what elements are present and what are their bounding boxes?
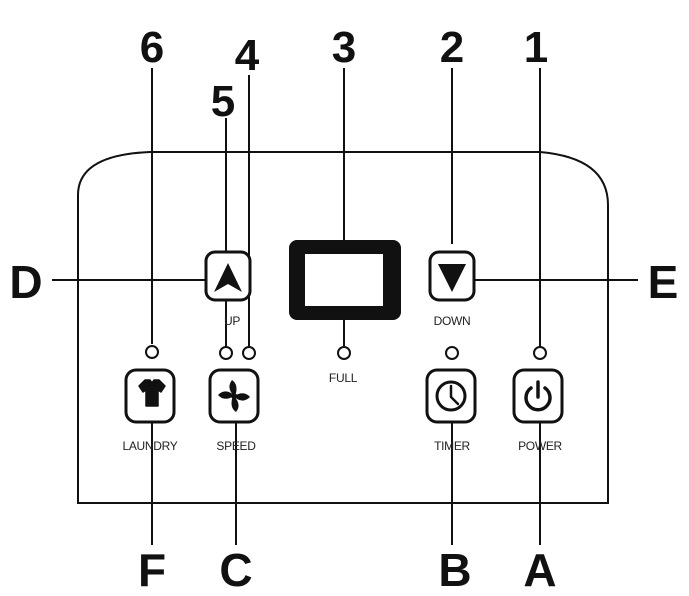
callout-B: B [438, 544, 471, 596]
power-indicator-led [533, 346, 547, 360]
timer-indicator-led [445, 346, 459, 360]
timer-button[interactable] [425, 368, 477, 424]
full-label: FULL [329, 371, 358, 385]
full-indicator-led [337, 346, 351, 360]
laundry-button[interactable] [124, 368, 176, 424]
callout-C: C [219, 544, 252, 596]
laundry-label: LAUNDRY [122, 439, 177, 453]
fan-icon [218, 380, 250, 412]
callout-1: 1 [524, 23, 548, 72]
up-label: UP [224, 314, 240, 328]
callout-3: 3 [332, 23, 356, 72]
callout-5: 5 [211, 77, 235, 126]
speed-label: SPEED [216, 439, 256, 453]
callout-2: 2 [440, 23, 464, 72]
display-window [305, 254, 383, 306]
callout-4: 4 [235, 31, 260, 80]
shirt-icon [138, 379, 166, 407]
speed-indicator-led-left [219, 346, 233, 360]
speed-button[interactable] [208, 368, 260, 424]
timer-label: TIMER [434, 439, 470, 453]
triangle-down-icon [438, 264, 466, 292]
clock-icon [435, 380, 467, 412]
callout-6: 6 [140, 23, 164, 72]
laundry-indicator-led [145, 345, 159, 359]
power-button[interactable] [512, 368, 564, 424]
down-label: DOWN [434, 314, 471, 328]
speed-indicator-led-right [242, 346, 256, 360]
down-button[interactable] [428, 250, 476, 302]
callout-F: F [138, 544, 166, 596]
triangle-up-icon [214, 263, 242, 292]
power-label: POWER [518, 439, 562, 453]
callout-E: E [648, 256, 679, 308]
callout-A: A [523, 544, 556, 596]
up-button[interactable] [204, 250, 252, 302]
power-icon [524, 380, 552, 412]
callout-D: D [9, 256, 42, 308]
